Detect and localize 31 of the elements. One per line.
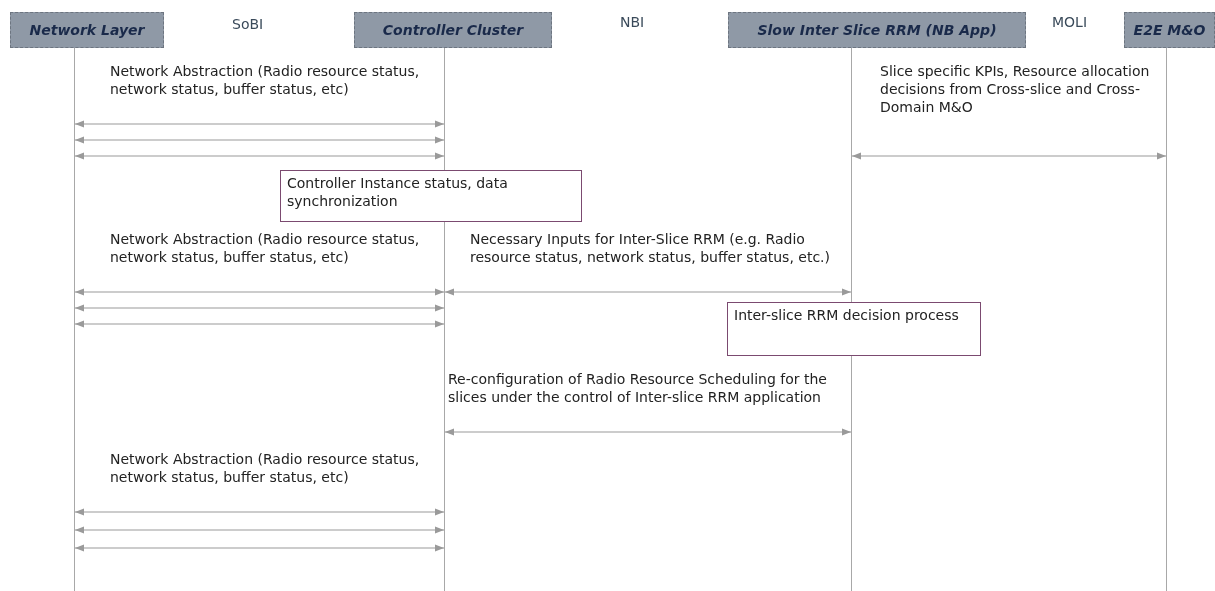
message-arrow <box>74 288 445 296</box>
note-box: Controller Instance status, data synchronization <box>280 170 582 222</box>
interface-label: MOLI <box>1052 14 1088 30</box>
message-arrow <box>74 526 445 534</box>
message-arrow <box>444 428 852 436</box>
lifeline <box>444 48 445 591</box>
message-label: Necessary Inputs for Inter-Slice RRM (e.g. Radio resource status, network status, buffer status, etc.) <box>470 230 831 266</box>
message-label: Network Abstraction (Radio resource status, network status, buffer status, etc) <box>110 62 421 98</box>
message-arrow <box>74 544 445 552</box>
interface-label: NBI <box>620 14 645 30</box>
interface-label: SoBI <box>232 16 264 32</box>
note-box: Inter-slice RRM decision process <box>727 302 981 356</box>
message-arrow <box>74 304 445 312</box>
participant-header: Controller Cluster <box>354 12 552 48</box>
lifeline <box>74 48 75 591</box>
lifeline <box>1166 48 1167 591</box>
message-arrow <box>74 508 445 516</box>
message-arrow <box>74 320 445 328</box>
participant-header: E2E M&O <box>1124 12 1215 48</box>
lifeline <box>851 48 852 591</box>
participant-header: Network Layer <box>10 12 164 48</box>
message-arrow <box>444 288 852 296</box>
message-arrow <box>74 152 445 160</box>
message-label: Slice specific KPIs, Resource allocation decisions from Cross-slice and Cross-Domain M&O <box>880 62 1151 116</box>
message-label: Network Abstraction (Radio resource status, network status, buffer status, etc) <box>110 230 421 266</box>
message-arrow <box>74 120 445 128</box>
message-arrow <box>74 136 445 144</box>
message-label: Network Abstraction (Radio resource status, network status, buffer status, etc) <box>110 450 421 486</box>
message-arrow <box>851 152 1167 160</box>
message-label: Re-configuration of Radio Resource Scheduling for the slices under the control of Inter-slice RRM application <box>448 370 828 406</box>
participant-header: Slow Inter Slice RRM (NB App) <box>728 12 1026 48</box>
